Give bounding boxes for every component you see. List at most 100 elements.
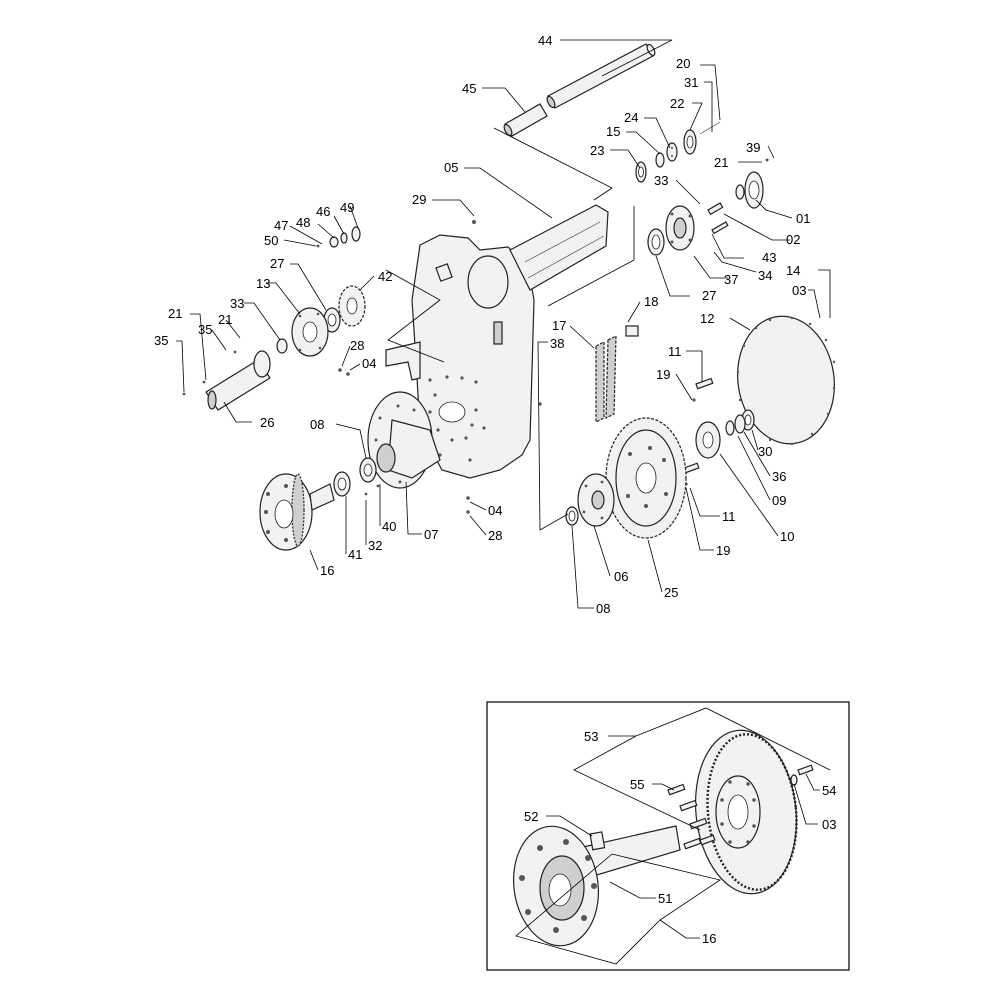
callout-04b: 04	[488, 503, 502, 518]
callout-16a: 16	[320, 563, 334, 578]
callout-13: 13	[256, 276, 270, 291]
callout-22: 22	[670, 96, 684, 111]
part-screws-misc	[338, 368, 542, 514]
callout-52: 52	[524, 809, 538, 824]
callout-19b: 19	[716, 543, 730, 558]
callout-36: 36	[772, 469, 786, 484]
callout-48: 48	[296, 215, 310, 230]
part-07-hub	[367, 391, 441, 489]
callout-38: 38	[550, 336, 564, 351]
callout-05: 05	[444, 160, 458, 175]
callout-40: 40	[382, 519, 396, 534]
callout-23: 23	[590, 143, 604, 158]
callout-34: 34	[758, 268, 772, 283]
part-bracket	[385, 341, 421, 381]
inset-detail-box: 53 55 54 03 52 51 16	[486, 701, 850, 971]
part-30-36-09-10	[683, 377, 755, 486]
cover-rim-holes	[736, 316, 836, 446]
part-42-sprocket	[323, 285, 366, 333]
callout-54: 54	[822, 783, 836, 798]
callout-50: 50	[264, 233, 278, 248]
callout-01: 01	[796, 211, 810, 226]
part-05-housing	[411, 204, 609, 479]
callout-24: 24	[624, 110, 638, 125]
part-52-bolt	[589, 831, 606, 851]
callout-32: 32	[368, 538, 382, 553]
callout-20: 20	[676, 56, 690, 71]
callout-41: 41	[348, 547, 362, 562]
callout-10: 10	[780, 529, 794, 544]
part-37-hub	[647, 202, 729, 256]
callout-47: 47	[274, 218, 288, 233]
callout-16b: 16	[702, 931, 716, 946]
callout-43: 43	[762, 250, 776, 265]
callout-19a: 19	[656, 367, 670, 382]
leader-lines-inset	[515, 707, 831, 965]
part-08-41-bearing	[333, 457, 380, 497]
callout-03b: 03	[822, 817, 836, 832]
callout-07: 07	[424, 527, 438, 542]
callout-06: 06	[614, 569, 628, 584]
part-45-shaft	[503, 103, 548, 137]
callout-17: 17	[552, 318, 566, 333]
callout-27a: 27	[702, 288, 716, 303]
callout-02: 02	[786, 232, 800, 247]
callout-49: 49	[340, 200, 354, 215]
callout-27b: 27	[270, 256, 284, 271]
part-26-tube	[182, 350, 271, 411]
callout-21a: 21	[714, 155, 728, 170]
callout-33a: 33	[654, 173, 668, 188]
part-25-large-sprocket	[605, 417, 687, 539]
inset-frame	[486, 701, 850, 971]
part-16-wheel-hub	[259, 473, 335, 551]
callout-04a: 04	[362, 356, 376, 371]
callout-55: 55	[630, 777, 644, 792]
callout-45: 45	[462, 81, 476, 96]
callout-15: 15	[606, 124, 620, 139]
callout-33b: 33	[230, 296, 244, 311]
callout-51: 51	[658, 891, 672, 906]
part-13-plate	[276, 307, 329, 357]
part-53-brake-disc	[694, 729, 798, 895]
leader-lines-top	[176, 39, 831, 609]
callout-35a: 35	[198, 322, 212, 337]
callout-18: 18	[644, 294, 658, 309]
callout-03a: 03	[792, 283, 806, 298]
part-51-hub-shaft	[512, 825, 681, 947]
callout-30: 30	[758, 444, 772, 459]
part-54-bolt	[790, 764, 814, 786]
callout-44: 44	[538, 33, 552, 48]
callout-11b: 11	[722, 509, 736, 524]
callout-26: 26	[260, 415, 274, 430]
part-01-02-flange	[735, 158, 769, 209]
callout-42: 42	[378, 269, 392, 284]
callout-08b: 08	[596, 601, 610, 616]
housing-bolt-holes	[428, 375, 486, 462]
callout-21c: 21	[218, 312, 232, 327]
callout-11a: 11	[668, 344, 682, 359]
part-small-washers	[316, 226, 361, 248]
callout-29: 29	[412, 192, 426, 207]
callout-39: 39	[746, 140, 760, 155]
callout-09: 09	[772, 493, 786, 508]
part-55-studs	[667, 783, 716, 850]
callout-28b: 28	[488, 528, 502, 543]
part-06-flange	[565, 473, 615, 527]
part-44-shaft	[546, 43, 656, 109]
callout-21b: 21	[168, 306, 182, 321]
part-bearing-stack-top	[635, 121, 721, 183]
callouts-top: 44 45 20 31 22 24 15 23 39 21 33 01 02 4…	[154, 33, 810, 616]
callout-14: 14	[786, 263, 800, 278]
callout-31: 31	[684, 75, 698, 90]
part-17-chain	[595, 325, 639, 423]
callout-12: 12	[700, 311, 714, 326]
part-12-cover	[736, 315, 836, 446]
callout-35b: 35	[154, 333, 168, 348]
callout-28a: 28	[350, 338, 364, 353]
callout-37: 37	[724, 272, 738, 287]
callout-53: 53	[584, 729, 598, 744]
callout-25: 25	[664, 585, 678, 600]
callouts-inset: 53 55 54 03 52 51 16	[524, 729, 836, 946]
